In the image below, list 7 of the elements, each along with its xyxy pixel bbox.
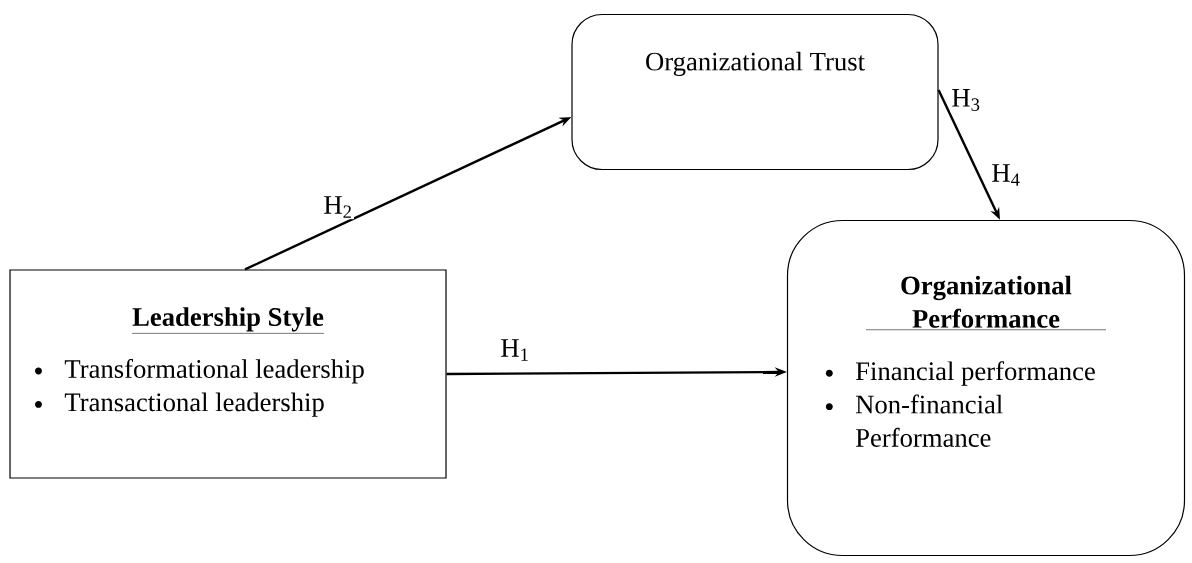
rounded-box: Organizational Trust bbox=[571, 13, 939, 171]
edge-label: H$_{2}$ bbox=[322, 194, 354, 220]
edge-label: H$_{3}$ bbox=[950, 87, 982, 113]
edge-label: H$_{1}$ bbox=[499, 337, 531, 363]
hypothesis-label: H$_{4}$ bbox=[990, 162, 1022, 188]
box: Leadership Style Transformational leadership Transactional leadership bbox=[9, 269, 447, 479]
rounded-box: Organizational Performance Financial performance Non-financial Performance bbox=[786, 219, 1186, 557]
